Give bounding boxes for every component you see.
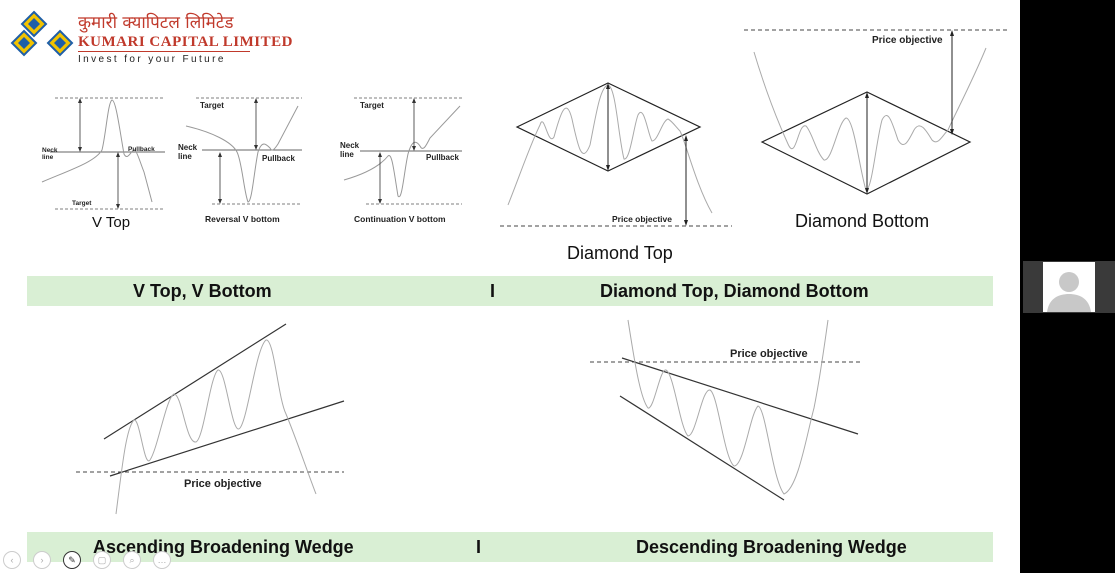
logo-name-english: Kumari Capital Limited: [78, 34, 293, 50]
logo-name-devanagari: कुमारी क्यापिटल लिमिटेड: [78, 13, 234, 33]
band-top-right-title: Diamond Top, Diamond Bottom: [600, 281, 869, 301]
band-top-separator: I: [490, 281, 496, 301]
logo-tagline: Invest for your Future: [78, 54, 226, 65]
previous-icon: ‹: [10, 555, 14, 565]
next-slide-button[interactable]: ›: [33, 551, 51, 569]
v-top-pullback-label: Pullback: [128, 146, 155, 153]
diamond-top-price-objective-label: Price objective: [612, 214, 673, 224]
descending-broadening-wedge-diagram: [590, 319, 860, 501]
diamond-top-caption: Diamond Top: [567, 243, 673, 263]
band-top-left-title: V Top, V Bottom: [133, 281, 272, 301]
reversal-neck-label: Neck: [178, 143, 198, 152]
zoom-icon: ⌕: [129, 555, 135, 565]
diamond-bottom-price-objective-label: Price objective: [872, 35, 943, 46]
zoom-button[interactable]: ⌕: [123, 551, 141, 569]
diamond-top-diagram: [500, 82, 732, 227]
logo-divider: [78, 51, 250, 52]
previous-slide-button[interactable]: ‹: [3, 551, 21, 569]
diamond-bottom-caption: Diamond Bottom: [795, 211, 930, 231]
reversal-v-bottom-diagram: [185, 97, 302, 205]
v-top-line-label: line: [42, 154, 54, 161]
next-icon: ›: [40, 555, 44, 565]
continuation-target-label: Target: [360, 101, 384, 110]
continuation-line-label: line: [340, 150, 354, 159]
descending-wedge-price-objective-label: Price objective: [730, 348, 808, 360]
ascending-broadening-wedge-diagram: [76, 323, 345, 515]
section-band-top: V Top, V Bottom I Diamond Top, Diamond B…: [27, 276, 993, 306]
band-bottom-separator: I: [476, 537, 482, 557]
ascending-wedge-price-objective-label: Price objective: [184, 478, 262, 490]
section-band-bottom: Ascending Broadening Wedge I Descending …: [27, 532, 993, 562]
more-options-button[interactable]: …: [153, 551, 171, 569]
pen-icon: ✎: [68, 555, 76, 565]
v-top-diagram: [41, 97, 165, 210]
participant-video-tile[interactable]: [1023, 261, 1115, 313]
v-top-target-label: Target: [72, 200, 92, 207]
logo-mark: [10, 10, 74, 57]
slides-icon: ▢: [97, 555, 107, 565]
user-silhouette-icon: [1047, 272, 1091, 312]
reversal-v-bottom-caption: Reversal V bottom: [205, 214, 280, 224]
all-slides-button[interactable]: ▢: [93, 551, 111, 569]
presentation-slide: कुमारी क्यापिटल लिमिटेड Kumari Capital L…: [0, 0, 1020, 573]
band-bottom-right-title: Descending Broadening Wedge: [636, 537, 907, 557]
continuation-v-bottom-diagram: [343, 97, 462, 205]
reversal-pullback-label: Pullback: [262, 154, 295, 163]
more-icon: …: [157, 555, 167, 565]
v-top-neck-label: Neck: [42, 147, 58, 154]
continuation-pullback-label: Pullback: [426, 153, 459, 162]
pen-tool-button[interactable]: ✎: [63, 551, 81, 569]
v-top-caption: V Top: [92, 214, 131, 231]
reversal-line-label: line: [178, 152, 192, 161]
participant-avatar: [1043, 262, 1095, 312]
reversal-target-label: Target: [200, 101, 224, 110]
diamond-bottom-diagram: [744, 29, 1008, 195]
continuation-v-bottom-caption: Continuation V bottom: [354, 214, 446, 224]
continuation-neck-label: Neck: [340, 141, 360, 150]
